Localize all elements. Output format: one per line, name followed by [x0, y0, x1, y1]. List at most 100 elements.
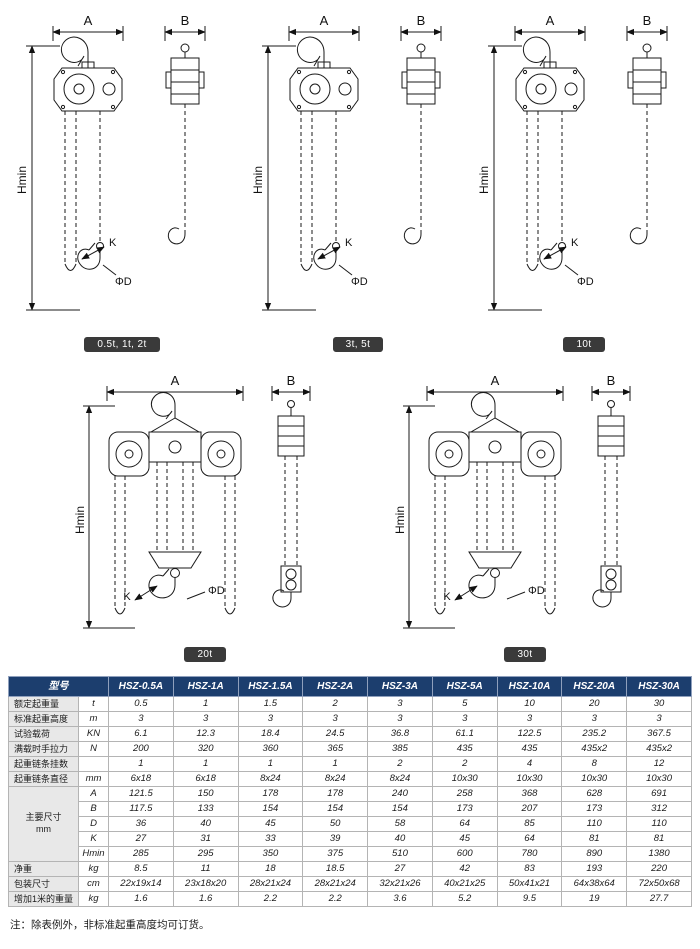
- value-cell: 40x21x25: [431, 876, 498, 892]
- value-cell: 1: [237, 756, 304, 772]
- value-cell: 27: [367, 861, 433, 877]
- value-cell: 8.5: [108, 861, 174, 877]
- unit-cell: N: [78, 741, 109, 757]
- figure-caption-badge: 3t, 5t: [332, 337, 384, 352]
- row-label: 起重链条直径: [8, 771, 79, 787]
- value-cell: 8x24: [367, 771, 433, 787]
- dim-label-k: K: [109, 237, 117, 249]
- value-cell: 64: [431, 816, 498, 832]
- value-cell: 3: [108, 711, 174, 727]
- value-cell: 178: [302, 786, 369, 802]
- value-cell: 45: [237, 816, 304, 832]
- value-cell: 2.2: [302, 891, 369, 907]
- value-cell: 10: [496, 696, 563, 712]
- hoist-drawing: A B Hmin K ΦD: [16, 13, 228, 330]
- figure-caption-badge: 10t: [563, 337, 605, 352]
- value-cell: 32x21x26: [367, 876, 433, 892]
- value-cell: 81: [626, 831, 692, 847]
- model-header: HSZ-1A: [172, 676, 239, 697]
- dim-label-a: A: [320, 13, 329, 28]
- dim-label-k: K: [345, 237, 353, 249]
- value-cell: 40: [172, 816, 239, 832]
- value-cell: 18.5: [302, 861, 369, 877]
- dim-label-k: K: [123, 591, 131, 603]
- figure-caption: 0.5t, 1t, 2t: [16, 334, 228, 352]
- value-cell: 30: [626, 696, 692, 712]
- value-cell: 258: [431, 786, 498, 802]
- value-cell: 173: [561, 801, 628, 817]
- value-cell: 36.8: [367, 726, 433, 742]
- value-cell: 12.3: [172, 726, 239, 742]
- value-cell: 235.2: [561, 726, 628, 742]
- value-cell: 5.2: [431, 891, 498, 907]
- value-cell: 10x30: [431, 771, 498, 787]
- dim-label-hmin: Hmin: [395, 506, 407, 534]
- value-cell: 173: [431, 801, 498, 817]
- unit-cell: t: [78, 696, 109, 712]
- value-cell: 121.5: [108, 786, 174, 802]
- value-cell: 780: [496, 846, 563, 862]
- value-cell: 11: [172, 861, 239, 877]
- model-header: HSZ-2A: [302, 676, 369, 697]
- value-cell: 1.6: [108, 891, 174, 907]
- note-text: 注：除表例外，非标准起重高度均可订货。: [10, 919, 210, 931]
- unit-cell: KN: [78, 726, 109, 742]
- value-cell: 61.1: [431, 726, 498, 742]
- hoist-front-side-drawing: [262, 26, 441, 310]
- row-label: 标准起重高度: [8, 711, 79, 727]
- value-cell: 28x21x24: [302, 876, 369, 892]
- value-cell: 350: [237, 846, 304, 862]
- hoist-figure-05-1-2t: A B Hmin K ΦD 0.5t, 1t, 2t: [16, 12, 228, 352]
- dim-label-a: A: [84, 13, 93, 28]
- value-cell: 6x18: [108, 771, 174, 787]
- row-label: 增加1米的重量: [8, 891, 79, 907]
- value-cell: 23x18x20: [172, 876, 239, 892]
- value-cell: 1: [108, 756, 174, 772]
- model-header: HSZ-20A: [561, 676, 628, 697]
- value-cell: 12: [626, 756, 692, 772]
- value-cell: 2: [367, 756, 433, 772]
- unit-cell: kg: [78, 861, 109, 877]
- figure-caption: 10t: [478, 334, 690, 352]
- value-cell: 154: [367, 801, 433, 817]
- value-cell: 40: [367, 831, 433, 847]
- model-header: HSZ-10A: [496, 676, 563, 697]
- value-cell: 0.5: [108, 696, 174, 712]
- value-cell: 1.5: [237, 696, 304, 712]
- figure-caption: 3t, 5t: [252, 334, 464, 352]
- dim-label-b: B: [287, 373, 296, 388]
- hoist-front-side-drawing: [83, 386, 310, 628]
- value-cell: 510: [367, 846, 433, 862]
- value-cell: 22x19x14: [108, 876, 174, 892]
- row-label: 满载时手拉力: [8, 741, 79, 757]
- dim-label-b: B: [181, 13, 190, 28]
- dim-label-a: A: [171, 373, 180, 388]
- value-cell: 360: [237, 741, 304, 757]
- value-cell: 50x41x21: [496, 876, 563, 892]
- value-cell: 3: [496, 711, 563, 727]
- dim-label-phid: ΦD: [528, 585, 545, 597]
- hoist-figure-10t: A B Hmin K ΦD 10t: [478, 12, 690, 352]
- dim-label-phid: ΦD: [208, 585, 225, 597]
- row-label: 额定起重量: [8, 696, 79, 712]
- value-cell: 368: [496, 786, 563, 802]
- value-cell: 312: [626, 801, 692, 817]
- value-cell: 365: [302, 741, 369, 757]
- figure-caption: 30t: [395, 644, 655, 662]
- figure-caption-badge: 20t: [184, 647, 226, 662]
- value-cell: 18: [237, 861, 304, 877]
- unit-cell: [78, 756, 109, 772]
- dim-label-phid: ΦD: [351, 276, 368, 288]
- row-label: 净重: [8, 861, 79, 877]
- dim-label-k: K: [571, 237, 579, 249]
- dim-label-b: B: [417, 13, 426, 28]
